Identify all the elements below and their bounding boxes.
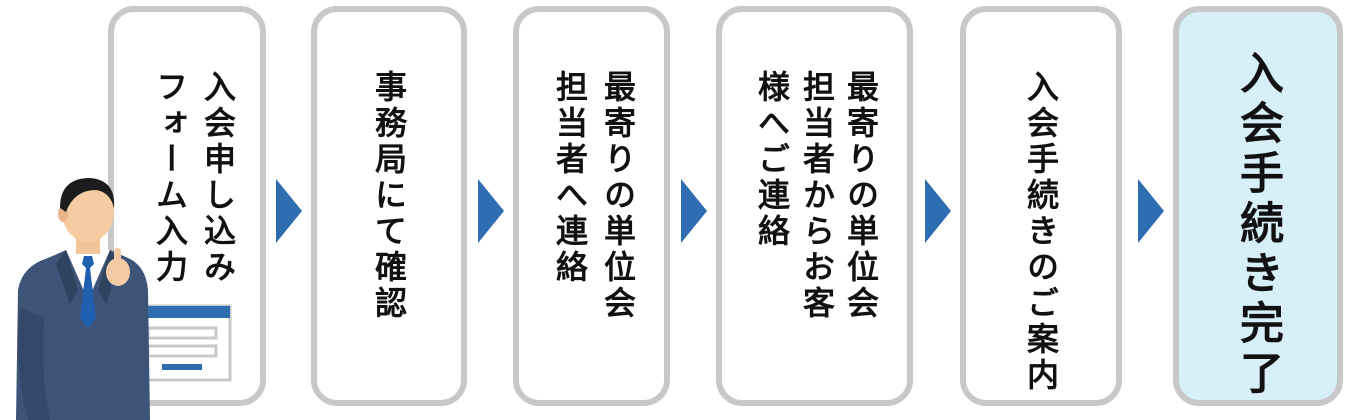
arrow-right-icon bbox=[1138, 179, 1164, 243]
step-4-line-3: 様へご連絡 bbox=[753, 70, 791, 250]
step-1-line-1: 入会申し込み bbox=[199, 70, 237, 286]
arrow-right-icon bbox=[276, 179, 302, 243]
step-4-box: 最寄りの単位会 担当者からお客 様へご連絡 bbox=[716, 6, 913, 406]
step-6-box: 入会手続き完了 bbox=[1173, 6, 1343, 406]
step-4-line-1: 最寄りの単位会 bbox=[842, 70, 880, 322]
arrow-right-icon bbox=[478, 179, 504, 243]
arrow-right-icon bbox=[925, 179, 951, 243]
arrow-right-icon bbox=[681, 179, 707, 243]
step-6-line-1: 入会手続き完了 bbox=[1233, 50, 1281, 400]
step-5-box: 入会手続きのご案内 bbox=[960, 6, 1122, 406]
step-3-line-1: 最寄りの単位会 bbox=[599, 70, 637, 322]
step-1-line-2: フォーム入力 bbox=[151, 70, 189, 286]
step-2-line-1: 事務局にて確認 bbox=[370, 70, 408, 322]
step-5-line-1: 入会手続きのご案内 bbox=[1022, 70, 1060, 394]
step-2-box: 事務局にて確認 bbox=[311, 6, 467, 406]
step-3-line-2: 担当者へ連絡 bbox=[551, 70, 589, 286]
step-4-line-2: 担当者からお客 bbox=[798, 70, 836, 322]
step-3-box: 最寄りの単位会 担当者へ連絡 bbox=[513, 6, 670, 406]
businessman-icon bbox=[10, 168, 155, 420]
